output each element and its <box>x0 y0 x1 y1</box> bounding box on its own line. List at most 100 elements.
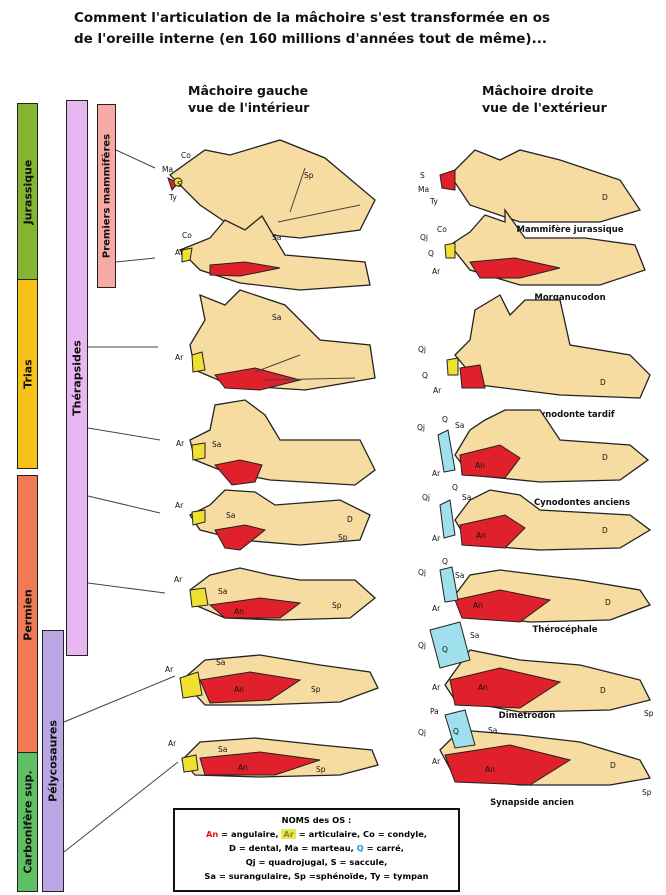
label-ty: Ty <box>168 193 177 202</box>
label-ar-r6: Ar <box>432 604 441 613</box>
bone-legend: NOMS des OS : An = angulaire, Ar = artic… <box>173 808 460 892</box>
label-q-r6: Q <box>442 557 448 566</box>
label-d-r3: D <box>600 378 606 387</box>
label-qj-r6: Qj <box>418 568 426 577</box>
label-ty-r1: Ty <box>429 197 438 206</box>
label-ar-2: Ar <box>175 248 184 257</box>
label-sa-3: Sa <box>272 313 281 322</box>
label-ma-r1: Ma <box>418 185 429 194</box>
legend-line-2-a: D = dental, Ma = marteau, <box>229 843 357 853</box>
label-d-r5: D <box>602 526 608 535</box>
label-sp-8: Sp <box>316 765 326 774</box>
label-ar-r4: Ar <box>432 469 441 478</box>
right-jaw-4: Qj Q Sa An Ar D <box>417 410 648 482</box>
label-sp-7: Sp <box>311 685 321 694</box>
label-ar-3: Ar <box>175 353 184 362</box>
label-co: Co <box>181 151 191 160</box>
left-jaw-8: Ar Sa An Sp <box>168 738 378 777</box>
left-jaw-3: Ar Sa <box>175 290 375 390</box>
label-qj-r5: Qj <box>422 493 430 502</box>
label-ar-r7: Ar <box>432 683 441 692</box>
label-an-r8: An <box>485 765 495 774</box>
legend-an-text: = angulaire, <box>218 829 281 839</box>
legend-ar: Ar <box>281 829 296 839</box>
legend-line-1-rest: = articulaire, Co = condyle, <box>296 829 427 839</box>
legend-line-1: An = angulaire, Ar = articulaire, Co = c… <box>175 827 458 841</box>
label-sa-r6: Sa <box>455 571 464 580</box>
label-an-r4: An <box>475 461 485 470</box>
label-an-6: An <box>234 607 244 616</box>
label-ar-4: Ar <box>176 439 185 448</box>
label-qj-r3: Qj <box>418 345 426 354</box>
label-d-r7: D <box>600 686 606 695</box>
label-an-r6: An <box>473 601 483 610</box>
label-s-r1: S <box>420 171 425 180</box>
label-co-2: Co <box>182 231 192 240</box>
label-q-r5: Q <box>452 483 458 492</box>
phylogeny-lines <box>64 150 178 852</box>
label-pa-r7: Pa <box>430 707 439 716</box>
label-d-5: D <box>347 515 353 524</box>
legend-line-2-b: = carré, <box>364 843 404 853</box>
label-q-r7: Q <box>442 645 448 654</box>
label-ma: Ma <box>162 165 173 174</box>
right-jaw-5: Qj Q Sa An Ar D <box>422 483 650 550</box>
right-jaw-6: Qj Q Sa An Ar D <box>418 557 650 622</box>
left-jaw-6: Ar Sa An Sp <box>174 568 375 620</box>
legend-q: Q <box>357 843 364 853</box>
label-q-r8: Q <box>453 727 459 736</box>
label-sp-6: Sp <box>332 601 342 610</box>
label-sa-r7: Sa <box>470 631 479 640</box>
label-q-r3: Q <box>422 371 428 380</box>
left-jaw-7: Ar Sa An Sp <box>165 655 378 705</box>
right-jaw-7: Qj Q Sa An Ar Pa D Sp <box>418 622 654 718</box>
label-sa-2: Sa <box>272 233 281 242</box>
species-label-5: Thérocéphale <box>533 624 598 635</box>
label-q-r4: Q <box>442 415 448 424</box>
left-jaw-1: Co Ma S Ty Sp <box>162 140 375 238</box>
label-ar-r8: Ar <box>432 757 441 766</box>
label-sa-8: Sa <box>218 745 227 754</box>
label-ar-r2: Ar <box>432 267 441 276</box>
label-ar-r3: Ar <box>433 386 442 395</box>
legend-line-4: Sa = surangulaire, Sp =sphénoïde, Ty = t… <box>175 869 458 883</box>
left-jaw-5: Ar Sa D Sp <box>175 490 370 550</box>
right-jaw-3: Qj Q Ar D <box>418 295 650 398</box>
left-jaw-4: Ar Sa <box>176 400 375 485</box>
legend-title: NOMS des OS : <box>175 813 458 827</box>
legend-line-3: Qj = quadrojugal, S = saccule, <box>175 855 458 869</box>
species-label-6: Dimetrodon <box>499 711 556 721</box>
label-sp-r8: Sp <box>642 788 652 797</box>
label-d-r8: D <box>610 761 616 770</box>
label-ar-8: Ar <box>168 739 177 748</box>
right-jaw-8: Qj Q Sa An Ar D Sp <box>418 710 652 797</box>
legend-an: An <box>206 829 218 839</box>
legend-line-2: D = dental, Ma = marteau, Q = carré, <box>175 841 458 855</box>
species-label-1: Mammifère jurassique <box>516 224 623 235</box>
label-sp-5: Sp <box>338 533 348 542</box>
label-sa-5: Sa <box>226 511 235 520</box>
label-s: S <box>177 180 182 189</box>
label-sa-7: Sa <box>216 658 225 667</box>
label-sa-r8: Sa <box>488 726 497 735</box>
label-an-8: An <box>238 763 248 772</box>
label-sa-4: Sa <box>212 440 221 449</box>
label-sp: Sp <box>304 171 314 180</box>
label-qj-r8: Qj <box>418 728 426 737</box>
label-qj-r4: Qj <box>417 423 425 432</box>
label-d-r4: D <box>602 453 608 462</box>
label-sa-r4: Sa <box>455 421 464 430</box>
label-qj-r7: Qj <box>418 641 426 650</box>
label-an-r5: An <box>476 531 486 540</box>
label-ar-7: Ar <box>165 665 174 674</box>
label-ar-6: Ar <box>174 575 183 584</box>
label-ar-r5: Ar <box>432 534 441 543</box>
label-d-r1: D <box>602 193 608 202</box>
right-jaw-1: S Ma Ty D <box>418 150 640 222</box>
species-label-4: Cynodontes anciens <box>534 498 630 508</box>
label-sa-6: Sa <box>218 587 227 596</box>
label-d-r6: D <box>605 598 611 607</box>
label-sa-r5: Sa <box>462 493 471 502</box>
label-an-7: An <box>234 685 244 694</box>
